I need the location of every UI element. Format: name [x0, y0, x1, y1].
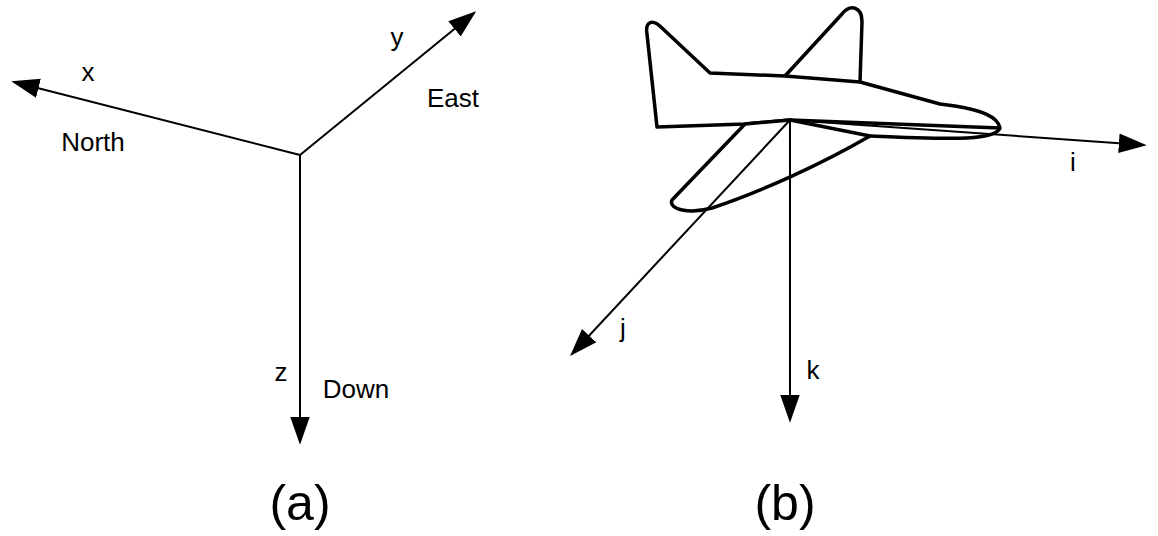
panel-label: (a) [269, 478, 330, 528]
body-axes [572, 120, 1144, 420]
direction-label: Down [323, 376, 389, 402]
axis-label: i [1070, 149, 1076, 175]
direction-label: North [61, 129, 125, 155]
panel-label: (b) [754, 478, 815, 528]
axis-label: x [82, 59, 95, 85]
airplane-outline [647, 8, 1000, 211]
axis-label: y [391, 24, 404, 50]
axis-label: k [807, 357, 820, 383]
axis-label: z [275, 359, 288, 385]
ned-axes [14, 13, 474, 442]
axis-label: j [620, 315, 626, 341]
direction-label: East [427, 85, 479, 111]
